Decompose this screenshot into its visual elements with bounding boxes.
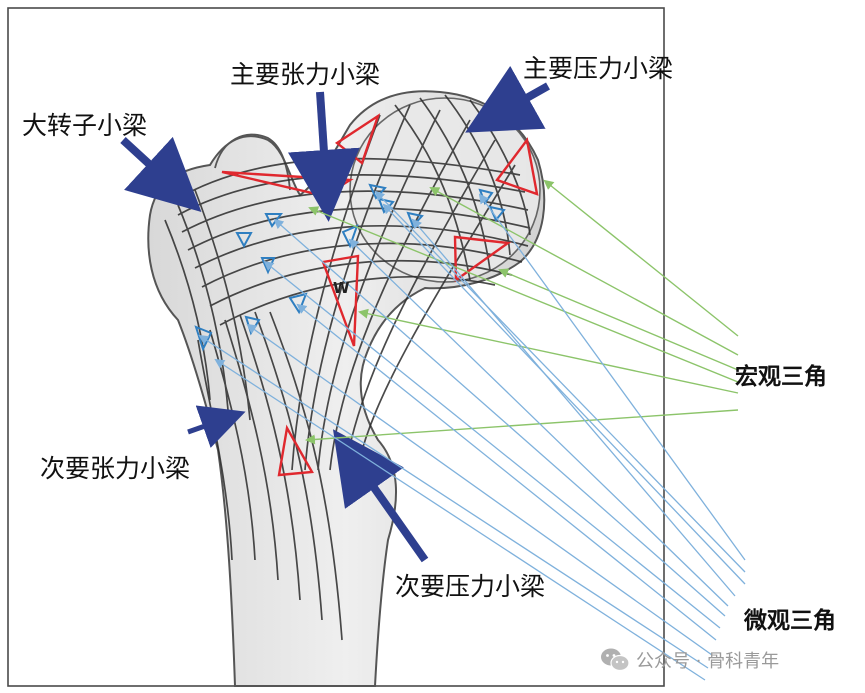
- arrow-primary-compression: [465, 65, 550, 133]
- micro-triangle: [341, 224, 359, 249]
- label-secondary-tension: 次要张力小梁: [40, 454, 191, 483]
- label-micro-triangle: 微观三角: [744, 608, 836, 634]
- micro-triangle: [235, 232, 253, 249]
- pointer-arrows: [120, 65, 550, 563]
- micro-triangle: [288, 292, 308, 315]
- arrow-greater-trochanter: [120, 136, 202, 213]
- arrow-secondary-tension: [187, 405, 246, 448]
- macro-triangle: [321, 254, 360, 347]
- macro-triangle: [453, 235, 512, 283]
- macro-leader-lines: [305, 179, 739, 445]
- label-primary-compression: 主要压力小梁: [523, 54, 674, 83]
- watermark-text: 公众号 · 骨科青年: [636, 651, 780, 672]
- ward-triangle-mark: W: [333, 279, 350, 297]
- label-greater-trochanter: 大转子小梁: [22, 111, 148, 140]
- macro-triangle: [277, 424, 314, 477]
- label-macro-triangle: 宏观三角: [735, 364, 827, 390]
- wechat-icon: [601, 648, 630, 672]
- macro-triangle: [495, 137, 539, 196]
- arrow-secondary-compression: [332, 429, 429, 563]
- watermark: 公众号 · 骨科青年: [600, 646, 779, 674]
- arrow-primary-tension: [287, 91, 360, 222]
- micro-leader-lines: [198, 190, 746, 681]
- label-primary-tension: 主要张力小梁: [230, 60, 381, 89]
- greater-trochanter-knob: [214, 133, 291, 191]
- label-secondary-compression: 次要压力小梁: [395, 572, 546, 601]
